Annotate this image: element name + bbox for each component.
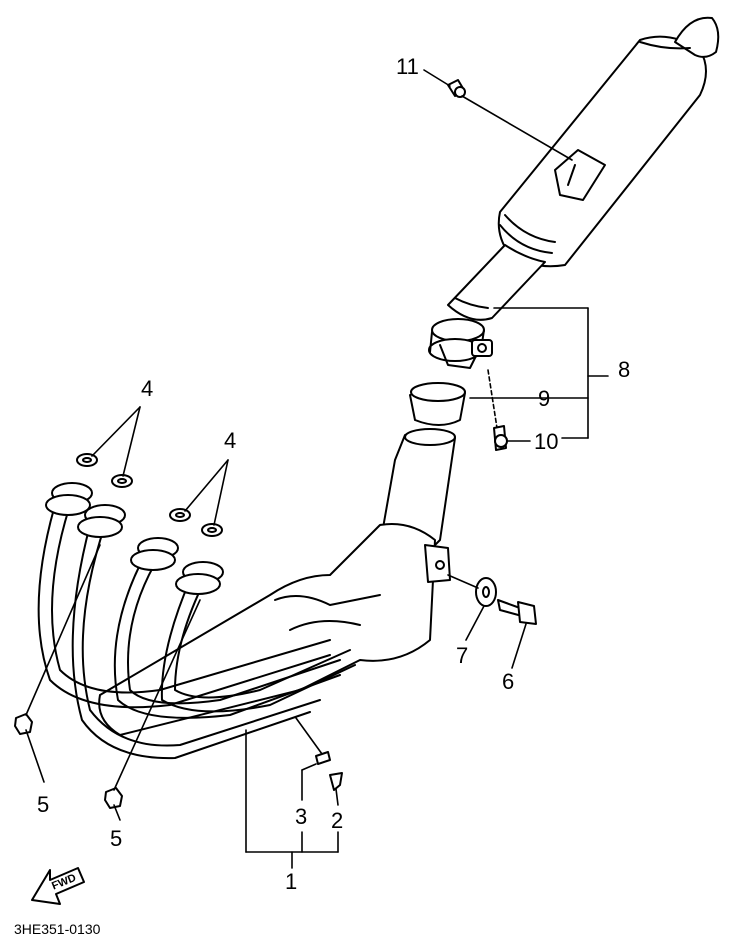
callout-5-left: 5 xyxy=(37,792,49,817)
leader-lines xyxy=(25,69,609,869)
callout-9: 9 xyxy=(538,386,550,411)
forward-direction-arrow: FWD xyxy=(31,867,85,905)
header-flange-4 xyxy=(175,561,224,595)
callout-5-lower: 5 xyxy=(110,826,122,851)
callout-11: 11 xyxy=(396,54,419,79)
callout-4-upper: 4 xyxy=(141,376,153,401)
callout-2: 2 xyxy=(331,808,343,833)
callout-8: 8 xyxy=(618,357,630,382)
exhaust-nuts xyxy=(14,713,123,809)
muffler xyxy=(447,16,720,321)
screw-and-clip xyxy=(295,717,343,791)
callout-4-middle: 4 xyxy=(224,428,236,453)
callout-3: 3 xyxy=(295,804,307,829)
exhaust-clamp xyxy=(428,318,493,369)
header-flange-2 xyxy=(77,504,126,538)
callout-labels: 11 4 4 8 9 10 7 6 5 5 3 2 1 xyxy=(37,54,630,894)
callout-6: 6 xyxy=(502,669,514,694)
clamp-bolt xyxy=(487,369,508,451)
callout-1: 1 xyxy=(285,869,297,894)
mounting-bolt xyxy=(447,574,537,625)
header-flange-3 xyxy=(130,537,179,571)
heat-shield-bolt xyxy=(447,79,573,161)
callout-10: 10 xyxy=(534,429,558,454)
header-flange-1 xyxy=(45,482,93,516)
drawing-code: 3HE351-0130 xyxy=(14,921,101,937)
callout-7: 7 xyxy=(456,643,468,668)
washer xyxy=(475,577,497,607)
exhaust-header-pipes xyxy=(37,428,456,760)
joint-gasket xyxy=(409,382,466,426)
exhaust-gaskets xyxy=(76,453,223,537)
